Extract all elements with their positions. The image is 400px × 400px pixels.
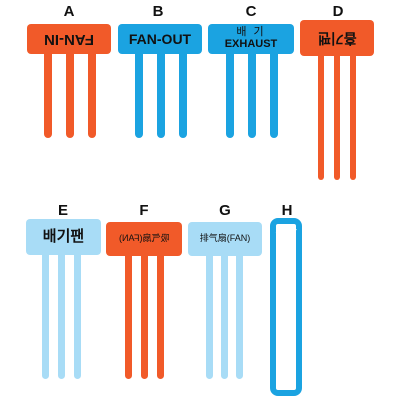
- tag-f-header: 吸气扇(FAN): [106, 222, 182, 256]
- tag-letter-b: B: [152, 3, 164, 20]
- tag-g-prong-1: [206, 256, 213, 379]
- tag-d-header: 흡기팬: [300, 20, 374, 56]
- tag-a-label: FAN-IN: [44, 30, 94, 48]
- tag-letter-g: G: [219, 202, 231, 219]
- tag-letter-a: A: [63, 3, 75, 20]
- tag-e-header: 배기팬: [26, 219, 101, 255]
- tag-a-prong-3: [88, 54, 96, 138]
- tag-letter-h: H: [281, 202, 293, 219]
- tag-b-header: FAN-OUT: [118, 24, 202, 54]
- tag-e-prong-3: [74, 255, 81, 379]
- tag-h-label: OUT: [275, 227, 297, 239]
- tag-c-header: 배 기 EXHAUST: [208, 24, 294, 54]
- tag-g-prong-3: [236, 256, 243, 379]
- tag-h-header: OUT: [272, 222, 300, 246]
- tag-h-slot: [283, 250, 289, 390]
- tag-d-label: 흡기팬: [317, 30, 357, 47]
- tag-b-prong-2: [157, 54, 165, 138]
- tag-c-prong-3: [270, 54, 278, 138]
- tag-letter-e: E: [57, 202, 68, 219]
- tag-a-header: FAN-IN: [27, 24, 111, 54]
- tag-c-label-korean: 배 기: [236, 26, 266, 39]
- tag-d-prong-2: [334, 56, 340, 180]
- tag-b-label: FAN-OUT: [128, 30, 192, 47]
- tag-c-prong-2: [248, 54, 256, 138]
- tag-f-label: 吸气扇(FAN): [118, 233, 170, 244]
- tag-e-prong-2: [58, 255, 65, 379]
- tag-b-prong-1: [135, 54, 143, 138]
- tag-g-header: 排气扇(FAN): [188, 222, 262, 256]
- tag-h-frame: [270, 218, 302, 396]
- tag-a-prong-2: [66, 54, 74, 138]
- tag-c-prong-1: [226, 54, 234, 138]
- tag-letter-d: D: [332, 3, 344, 20]
- tag-letter-f: F: [139, 202, 149, 219]
- tag-e-prong-1: [42, 255, 49, 379]
- tag-d-prong-3: [350, 56, 356, 180]
- tag-f-prong-3: [157, 256, 164, 379]
- tag-c-label-english: EXHAUST: [224, 38, 278, 50]
- tag-g-prong-2: [221, 256, 228, 379]
- tag-g-label: 排气扇(FAN): [199, 233, 251, 244]
- tag-letter-c: C: [245, 3, 257, 20]
- tag-a-prong-1: [44, 54, 52, 138]
- tag-f-prong-1: [125, 256, 132, 379]
- tag-e-label: 배기팬: [42, 228, 85, 246]
- tag-b-prong-3: [179, 54, 187, 138]
- tag-d-prong-1: [318, 56, 324, 180]
- tag-f-prong-2: [141, 256, 148, 379]
